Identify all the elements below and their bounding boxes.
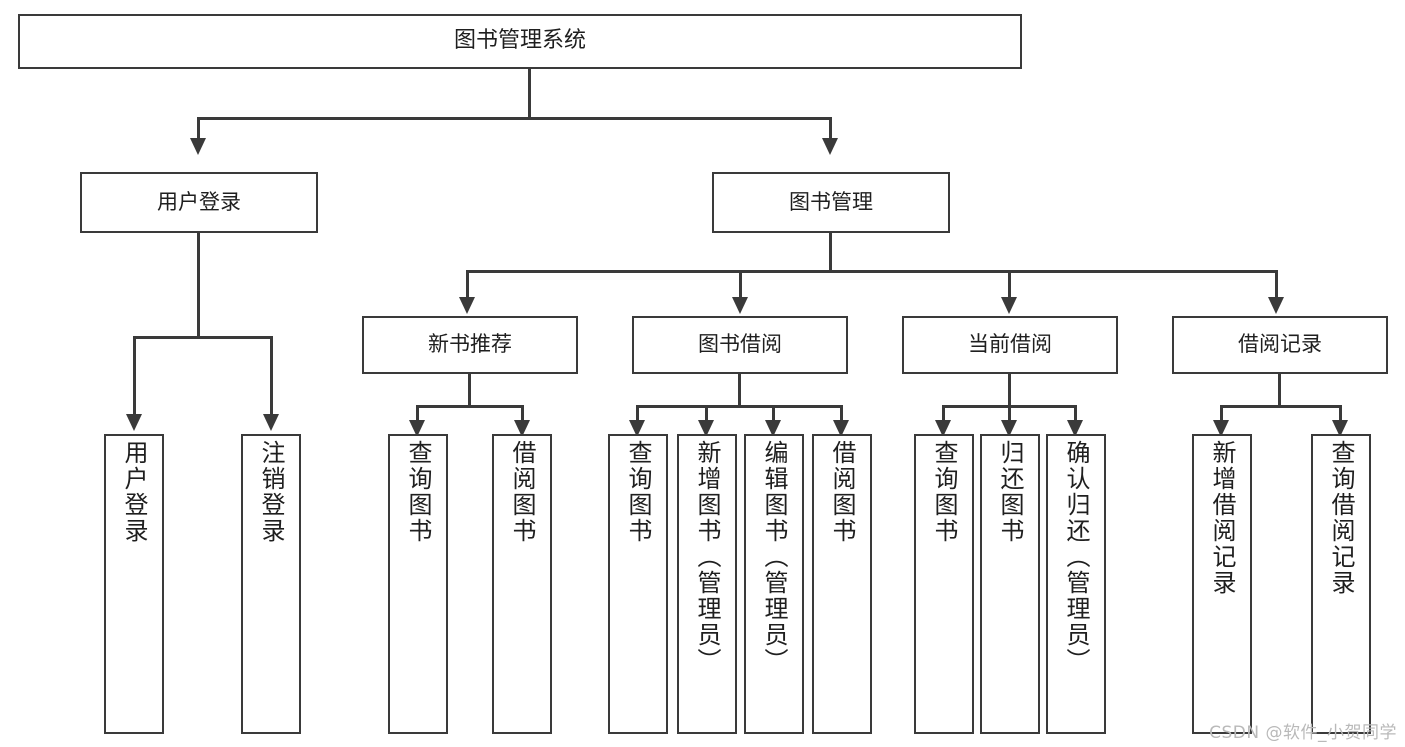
arrowhead-root-to-book-manage <box>822 138 838 155</box>
node-leaf-borrow-book-1[interactable]: 借阅图书 <box>492 434 552 734</box>
arrowhead-book-borrow-leaf-4 <box>833 420 849 437</box>
connector-current-borrow-to-leaf-1 <box>942 405 945 423</box>
connector-user-login-stem <box>197 233 200 337</box>
connector-book-borrow-to-leaf-1 <box>636 405 639 423</box>
arrowhead-new-book-rec <box>459 297 475 314</box>
connector-book-manage-to-book-borrow <box>739 270 742 300</box>
node-leaf-edit-book[interactable]: 编辑图书（管理员） <box>744 434 804 734</box>
connector-root-bar <box>198 117 832 120</box>
node-new-book-rec[interactable]: 新书推荐 <box>362 316 578 374</box>
arrowhead-root-to-user-login <box>190 138 206 155</box>
node-leaf-borrow-book-2[interactable]: 借阅图书 <box>812 434 872 734</box>
node-label: 新增图书（管理员） <box>693 440 721 674</box>
connector-book-manage-to-borrow-record <box>1275 270 1278 300</box>
node-label: 用户登录 <box>157 189 241 214</box>
arrowhead-current-borrow-leaf-1 <box>935 420 951 437</box>
connector-borrow-record-bar <box>1220 405 1342 408</box>
arrowhead-current-borrow-leaf-3 <box>1067 420 1083 437</box>
arrowhead-current-borrow <box>1001 297 1017 314</box>
connector-book-manage-bar <box>466 270 1278 273</box>
node-label: 借阅图书 <box>508 440 536 544</box>
node-label: 归还图书 <box>996 440 1024 544</box>
connector-user-login-to-leaf-1 <box>133 336 136 416</box>
node-label: 借阅记录 <box>1238 332 1322 357</box>
connector-user-login-bar <box>133 336 273 339</box>
node-label: 查询借阅记录 <box>1327 440 1355 596</box>
node-label: 查询图书 <box>404 440 432 544</box>
connector-book-borrow-stem <box>738 374 741 407</box>
node-root-system[interactable]: 图书管理系统 <box>18 14 1022 69</box>
connector-current-borrow-to-leaf-2 <box>1008 405 1011 423</box>
connector-root-stem <box>528 69 531 119</box>
connector-book-manage-stem <box>829 233 832 272</box>
arrowhead-borrow-record-leaf-1 <box>1213 420 1229 437</box>
node-label: 图书借阅 <box>698 332 782 357</box>
connector-book-borrow-to-leaf-2 <box>705 405 708 423</box>
node-label: 新增借阅记录 <box>1208 440 1236 596</box>
connector-book-manage-to-new-book-rec <box>466 270 469 300</box>
connector-new-book-rec-to-leaf-1 <box>416 405 419 423</box>
node-label: 图书管理 <box>789 189 873 214</box>
node-leaf-query-book-3[interactable]: 查询图书 <box>914 434 974 734</box>
connector-borrow-record-to-leaf-2 <box>1339 405 1342 423</box>
node-label: 查询图书 <box>624 440 652 544</box>
node-leaf-return-book[interactable]: 归还图书 <box>980 434 1040 734</box>
arrowhead-book-borrow-leaf-1 <box>629 420 645 437</box>
connector-new-book-rec-stem <box>468 374 471 407</box>
node-current-borrow[interactable]: 当前借阅 <box>902 316 1118 374</box>
arrowhead-book-borrow-leaf-3 <box>765 420 781 437</box>
arrowhead-borrow-record-leaf-2 <box>1332 420 1348 437</box>
node-label: 注销登录 <box>257 440 285 544</box>
connector-book-manage-to-current-borrow <box>1008 270 1011 300</box>
connector-book-borrow-bar <box>636 405 843 408</box>
node-leaf-confirm-return[interactable]: 确认归还（管理员） <box>1046 434 1106 734</box>
arrowhead-new-book-rec-leaf-2 <box>514 420 530 437</box>
arrowhead-book-borrow <box>732 297 748 314</box>
connector-book-borrow-to-leaf-4 <box>840 405 843 423</box>
node-label: 当前借阅 <box>968 332 1052 357</box>
connector-borrow-record-to-leaf-1 <box>1220 405 1223 423</box>
arrowhead-new-book-rec-leaf-1 <box>409 420 425 437</box>
arrowhead-book-borrow-leaf-2 <box>698 420 714 437</box>
arrowhead-user-login-leaf-2 <box>263 414 279 431</box>
connector-current-borrow-to-leaf-3 <box>1074 405 1077 423</box>
connector-user-login-to-leaf-2 <box>270 336 273 416</box>
connector-borrow-record-stem <box>1278 374 1281 407</box>
node-label: 确认归还（管理员） <box>1062 440 1090 674</box>
connector-new-book-rec-to-leaf-2 <box>521 405 524 423</box>
node-borrow-record[interactable]: 借阅记录 <box>1172 316 1388 374</box>
node-label: 新书推荐 <box>428 332 512 357</box>
node-label: 借阅图书 <box>828 440 856 544</box>
connector-new-book-rec-bar <box>416 405 524 408</box>
node-label: 编辑图书（管理员） <box>760 440 788 674</box>
node-leaf-query-book-2[interactable]: 查询图书 <box>608 434 668 734</box>
connector-root-to-book-manage <box>829 117 832 140</box>
node-label: 查询图书 <box>930 440 958 544</box>
arrowhead-user-login-leaf-1 <box>126 414 142 431</box>
node-leaf-add-book[interactable]: 新增图书（管理员） <box>677 434 737 734</box>
node-leaf-query-record[interactable]: 查询借阅记录 <box>1311 434 1371 734</box>
node-leaf-add-record[interactable]: 新增借阅记录 <box>1192 434 1252 734</box>
arrowhead-current-borrow-leaf-2 <box>1001 420 1017 437</box>
connector-root-to-user-login <box>197 117 200 140</box>
arrowhead-borrow-record <box>1268 297 1284 314</box>
node-label: 图书管理系统 <box>453 28 586 54</box>
node-label: 用户登录 <box>120 440 148 544</box>
node-leaf-user-login[interactable]: 用户登录 <box>104 434 164 734</box>
node-user-login[interactable]: 用户登录 <box>80 172 318 233</box>
node-book-borrow[interactable]: 图书借阅 <box>632 316 848 374</box>
connector-current-borrow-stem <box>1008 374 1011 407</box>
node-book-manage[interactable]: 图书管理 <box>712 172 950 233</box>
node-leaf-logout[interactable]: 注销登录 <box>241 434 301 734</box>
node-leaf-query-book-1[interactable]: 查询图书 <box>388 434 448 734</box>
connector-book-borrow-to-leaf-3 <box>772 405 775 423</box>
